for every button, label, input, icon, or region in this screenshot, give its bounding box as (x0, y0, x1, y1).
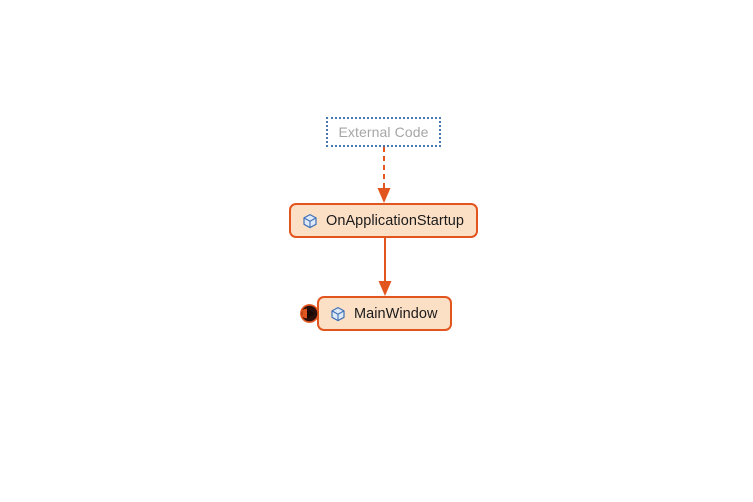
arrowhead-icon (377, 188, 391, 203)
node-main-window[interactable]: MainWindow (317, 296, 452, 331)
node-external-code[interactable]: External Code (326, 117, 441, 147)
cube-icon (303, 213, 317, 228)
arrowhead-icon (378, 281, 392, 296)
edge-external-to-startup (377, 147, 391, 203)
node-external-code-label: External Code (338, 124, 429, 140)
node-on-application-startup-label: OnApplicationStartup (326, 212, 465, 229)
edge-startup-to-mainwindow (378, 238, 392, 296)
cube-icon (331, 306, 345, 321)
node-main-window-label: MainWindow (354, 305, 438, 322)
current-execution-marker[interactable] (300, 304, 319, 323)
node-on-application-startup[interactable]: OnApplicationStartup (289, 203, 478, 238)
